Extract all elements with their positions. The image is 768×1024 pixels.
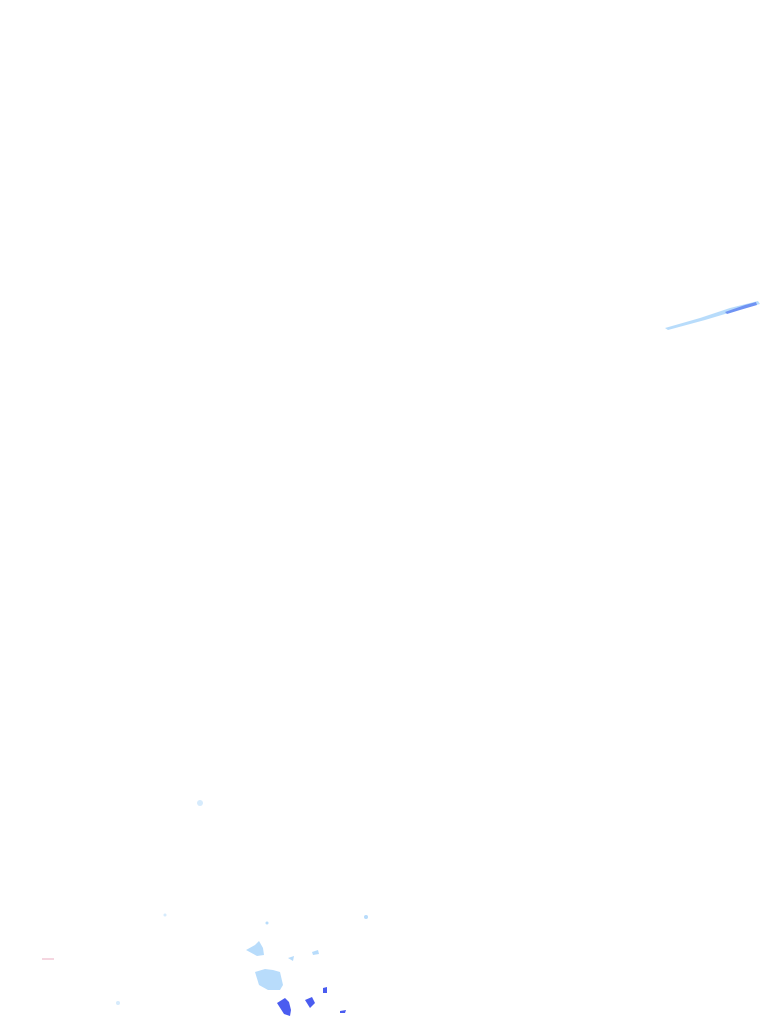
precip-cell [265, 921, 269, 925]
precip-cell [197, 800, 203, 806]
precip-cell [116, 1001, 120, 1005]
precip-cell [163, 913, 167, 917]
precip-cell [42, 958, 54, 960]
precip-cell [277, 998, 291, 1016]
precip-cell [364, 915, 368, 919]
precip-cell [312, 950, 319, 955]
precip-cell [246, 941, 264, 956]
precip-cell [288, 956, 294, 961]
precip-cell [340, 1010, 346, 1013]
precip-cell [255, 969, 283, 990]
precip-cell [323, 987, 327, 993]
precip-cell [725, 302, 757, 314]
rain-band-northeast [665, 301, 760, 330]
rain-cluster-south [42, 800, 368, 1016]
precip-cell [305, 997, 315, 1008]
